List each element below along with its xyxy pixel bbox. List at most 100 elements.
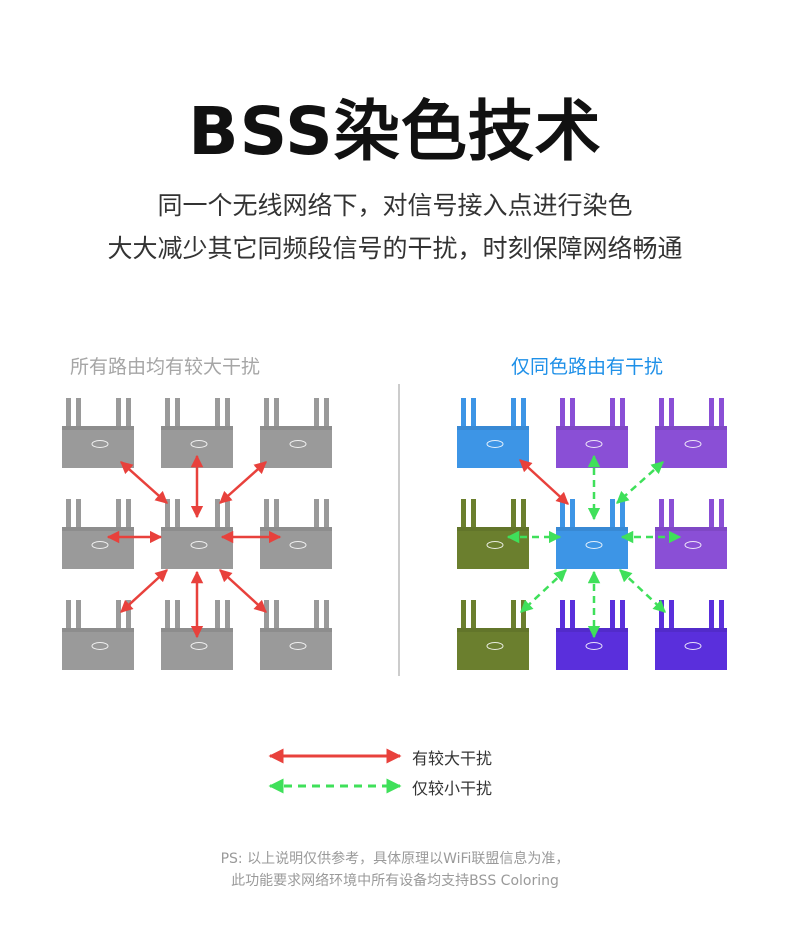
legend-weak-label: 仅较小干扰 (412, 779, 493, 798)
router-led (684, 440, 702, 448)
router-antenna (669, 499, 674, 545)
router-led (190, 642, 208, 650)
router-top-edge (655, 527, 727, 531)
router-top-edge (62, 628, 134, 632)
right-router-r3-c2 (556, 600, 628, 670)
router-antenna (709, 499, 714, 545)
right-router-grid (457, 398, 727, 670)
router-antenna (66, 398, 71, 438)
router-antenna (274, 600, 279, 646)
router-antenna (570, 499, 575, 545)
router-antenna (570, 600, 575, 646)
router-antenna (66, 499, 71, 539)
router-antenna (709, 600, 714, 646)
router-antenna (116, 398, 121, 444)
router-antenna (471, 398, 476, 444)
router-antenna (116, 499, 121, 545)
router-antenna (264, 398, 269, 438)
router-antenna (511, 600, 516, 646)
router-antenna (264, 600, 269, 640)
router-top-edge (161, 426, 233, 430)
router-led (486, 440, 504, 448)
arrow-right-top-right (616, 461, 664, 504)
left-router-r1-c3 (260, 398, 332, 468)
left-router-r1-c2 (161, 398, 233, 468)
router-antenna (620, 398, 625, 438)
router-top-edge (457, 527, 529, 531)
router-antenna (175, 398, 180, 444)
router-antenna (76, 499, 81, 545)
router-antenna (126, 398, 131, 438)
router-top-edge (655, 426, 727, 430)
router-antenna (116, 600, 121, 646)
left-panel-label: 所有路由均有较大干扰 (70, 356, 261, 378)
router-antenna (521, 398, 526, 438)
router-antenna (461, 398, 466, 438)
router-antenna (659, 398, 664, 438)
subtitle-line-1: 同一个无线网络下，对信号接入点进行染色 (157, 191, 633, 220)
right-router-r3-c3 (655, 600, 727, 670)
arrow-right-bottom-left (520, 569, 567, 613)
router-antenna (314, 398, 319, 444)
router-led (91, 440, 109, 448)
router-led (289, 440, 307, 448)
router-led (289, 541, 307, 549)
router-led (91, 642, 109, 650)
router-antenna (511, 499, 516, 545)
router-antenna (471, 499, 476, 545)
router-antenna (274, 398, 279, 444)
router-antenna (511, 398, 516, 444)
router-antenna (225, 600, 230, 640)
arrow-left-top-left (120, 461, 168, 504)
router-antenna (669, 398, 674, 444)
right-interference-arrows (506, 454, 682, 639)
router-antenna (324, 499, 329, 539)
right-router-r2-c3 (655, 499, 727, 569)
router-antenna (66, 600, 71, 640)
router-antenna (570, 398, 575, 444)
router-antenna (225, 499, 230, 539)
router-antenna (719, 499, 724, 539)
router-antenna (659, 499, 664, 539)
router-antenna (165, 600, 170, 640)
router-antenna (175, 600, 180, 646)
right-router-r1-c2 (556, 398, 628, 468)
router-antenna (560, 600, 565, 640)
ps-note-line-2: 此功能要求网络环境中所有设备均支持BSS Coloring (231, 873, 559, 889)
router-top-edge (556, 426, 628, 430)
router-antenna (521, 600, 526, 640)
router-led (190, 541, 208, 549)
arrow-right-top-left (519, 459, 569, 505)
router-antenna (324, 398, 329, 438)
router-top-edge (457, 426, 529, 430)
router-antenna (126, 499, 131, 539)
router-antenna (719, 600, 724, 640)
router-led (585, 642, 603, 650)
router-led (91, 541, 109, 549)
router-antenna (165, 499, 170, 539)
arrow-left-bottom-left (120, 569, 168, 613)
router-antenna (610, 499, 615, 545)
router-antenna (659, 600, 664, 640)
router-led (684, 642, 702, 650)
router-antenna (719, 398, 724, 438)
router-top-edge (260, 628, 332, 632)
router-top-edge (161, 527, 233, 531)
router-antenna (471, 600, 476, 646)
router-top-edge (62, 426, 134, 430)
router-top-edge (556, 527, 628, 531)
router-led (190, 440, 208, 448)
right-panel-label: 仅同色路由有干扰 (511, 356, 664, 378)
router-top-edge (260, 426, 332, 430)
router-antenna (76, 398, 81, 444)
left-router-r3-c3 (260, 600, 332, 670)
router-top-edge (62, 527, 134, 531)
ps-note-line-1: PS: 以上说明仅供参考，具体原理以WiFi联盟信息为准， (220, 851, 570, 867)
router-antenna (620, 600, 625, 640)
router-antenna (215, 600, 220, 646)
router-antenna (274, 499, 279, 545)
arrow-right-bottom-right (619, 569, 666, 613)
router-antenna (314, 499, 319, 545)
subtitle-line-2: 大大减少其它同频段信号的干扰，时刻保障网络畅通 (107, 234, 683, 263)
